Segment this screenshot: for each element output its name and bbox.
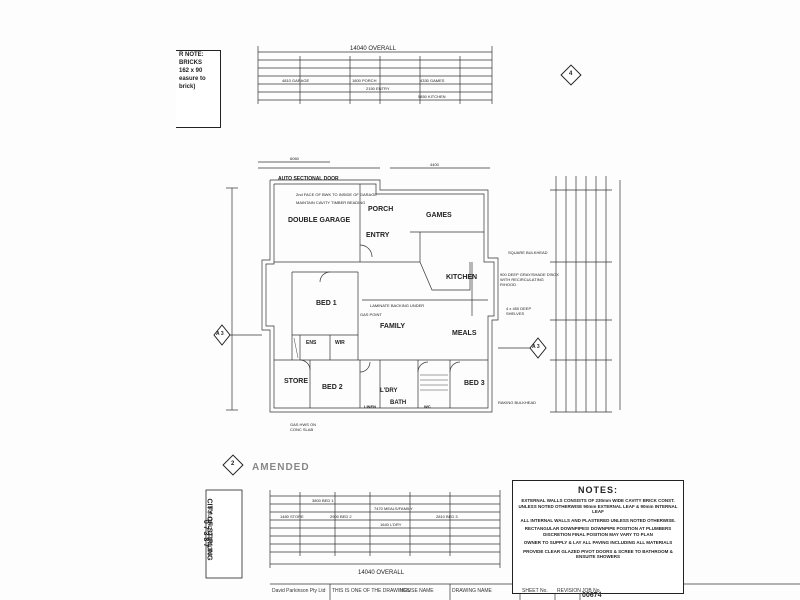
dim-bed3: 2810 BED 3 [436, 514, 458, 519]
note-line-3: 162 x 90 [179, 68, 203, 74]
note-line-1: R NOTE: [179, 52, 204, 58]
dim-meals-family: 7470 MEALS/FAMILY [374, 506, 413, 511]
council-approval-stamp: CITY OF STIRLING BUILDING SERVICES 0 7 3… [202, 490, 242, 578]
note-item: PROVIDE CLEAR GLAZED PIVOT DOORS & SCREE… [523, 548, 673, 560]
dim-bed2: 2900 BED 2 [330, 514, 352, 519]
brick-note-box: R NOTE: BRICKS 162 x 90 easure to brick) [176, 50, 221, 128]
dim-porch: 1800 PORCH [352, 78, 377, 83]
annotation-laminate: LAMINATE BACKING UNDER [370, 303, 425, 308]
annotation-rangehood: 900 DEEP GRAY/SHADE D'BOX WITH RECIRCULA… [500, 272, 559, 287]
dim-ldry: 1640 L'DRY [380, 522, 402, 527]
room-ens: ENS [306, 340, 317, 346]
note-item: OWNER TO SUPPLY & LAY ALL PAVING INCLUDI… [523, 540, 673, 545]
footer-drawing-name: DRAWING NAME [452, 588, 492, 594]
top-overall-dim: 14040 OVERALL [350, 46, 397, 52]
section-marker-right: A 3 [532, 344, 540, 350]
dim-bed1: 3800 BED 1 [312, 498, 334, 503]
footer-company: David Parkinson Pty Ltd [272, 588, 326, 594]
dim-games: 4330 GAMES [420, 78, 445, 83]
room-wir: WIR [335, 340, 345, 346]
marker-bottom: 2 [231, 461, 235, 467]
dim-kitchen: 5850 KITCHEN [418, 94, 446, 99]
room-ldry: L'DRY [380, 388, 398, 394]
footer-revision: REVISION [557, 588, 581, 594]
room-wc: WC [424, 404, 431, 409]
annotation-deep-shelves: 4 x 450 DEEP SHELVES [506, 306, 532, 316]
room-linen: LINEN [364, 404, 376, 409]
room-double-garage: DOUBLE GARAGE [288, 217, 351, 224]
dim-entry: 2150 ENTRY [366, 86, 390, 91]
note-line-5: brick) [179, 84, 196, 90]
dim-store: 1480 STORE [280, 514, 304, 519]
room-entry: ENTRY [366, 232, 390, 239]
note-item: EXTERNAL WALLS CONSISTS OF 230mm WIDE CA… [518, 498, 678, 514]
note-line-2: BRICKS [179, 60, 203, 66]
room-kitchen: KITCHEN [446, 274, 478, 281]
footer-job-number: 00674 [582, 592, 602, 599]
amended-stamp: AMENDED [252, 462, 310, 473]
annotation-raking: RAKING BULKHEAD [498, 400, 537, 405]
room-games: GAMES [426, 212, 452, 219]
footer-house-name: HOUSE NAME [400, 588, 434, 594]
notes-panel: NOTES: EXTERNAL WALLS CONSISTS OF 230mm … [512, 480, 684, 594]
room-bath: BATH [390, 400, 407, 406]
room-store: STORE [284, 378, 308, 385]
section-marker-left: A 3 [216, 331, 224, 337]
room-family: FAMILY [380, 323, 406, 330]
note-item: ALL INTERNAL WALLS AND PLASTERED UNLESS … [520, 517, 676, 523]
footer-drawing-set: THIS IS ONE OF THE DRAWINGS [332, 588, 411, 594]
room-bed3: BED 3 [464, 380, 485, 387]
annotation-gas-hws: GAS HWS ON CONC SLAB [290, 422, 317, 432]
stamp-number: 0 7 3 8 7 [202, 519, 210, 548]
annotation-maintain-cavity: MAINTAIN CAVITY TIMBER BEADING [296, 200, 366, 205]
annotation-face-bwk: 2nd FACE OF BWK TO INSIDE OF GARAGE [296, 192, 377, 197]
room-meals: MEALS [452, 330, 477, 337]
marker-top: 4 [569, 71, 573, 77]
dim-width-top-right: 4400 [430, 162, 439, 167]
annotation-square-bulkhead: SQUARE BULKHEAD [508, 250, 548, 255]
dim-garage: 4810 GARAGE [282, 78, 310, 83]
bottom-overall-dim: 14040 OVERALL [358, 570, 405, 576]
notes-title: NOTES: [577, 485, 618, 495]
auto-door-label: AUTO SECTIONAL DOOR [278, 176, 339, 182]
annotation-gas-point: GAS POINT [360, 312, 382, 317]
note-line-4: easure to [179, 76, 206, 82]
note-item: RECTANGULAR DOWNPIPES! DOWNPIPE POSITION… [524, 526, 672, 537]
room-porch: PORCH [368, 206, 394, 213]
room-bed2: BED 2 [322, 384, 343, 391]
room-bed1: BED 1 [316, 300, 337, 307]
footer-job-label: JOB No. [582, 588, 601, 594]
footer-sheet: SHEET No. [522, 588, 548, 594]
dim-width-top: 6060 [290, 156, 299, 161]
